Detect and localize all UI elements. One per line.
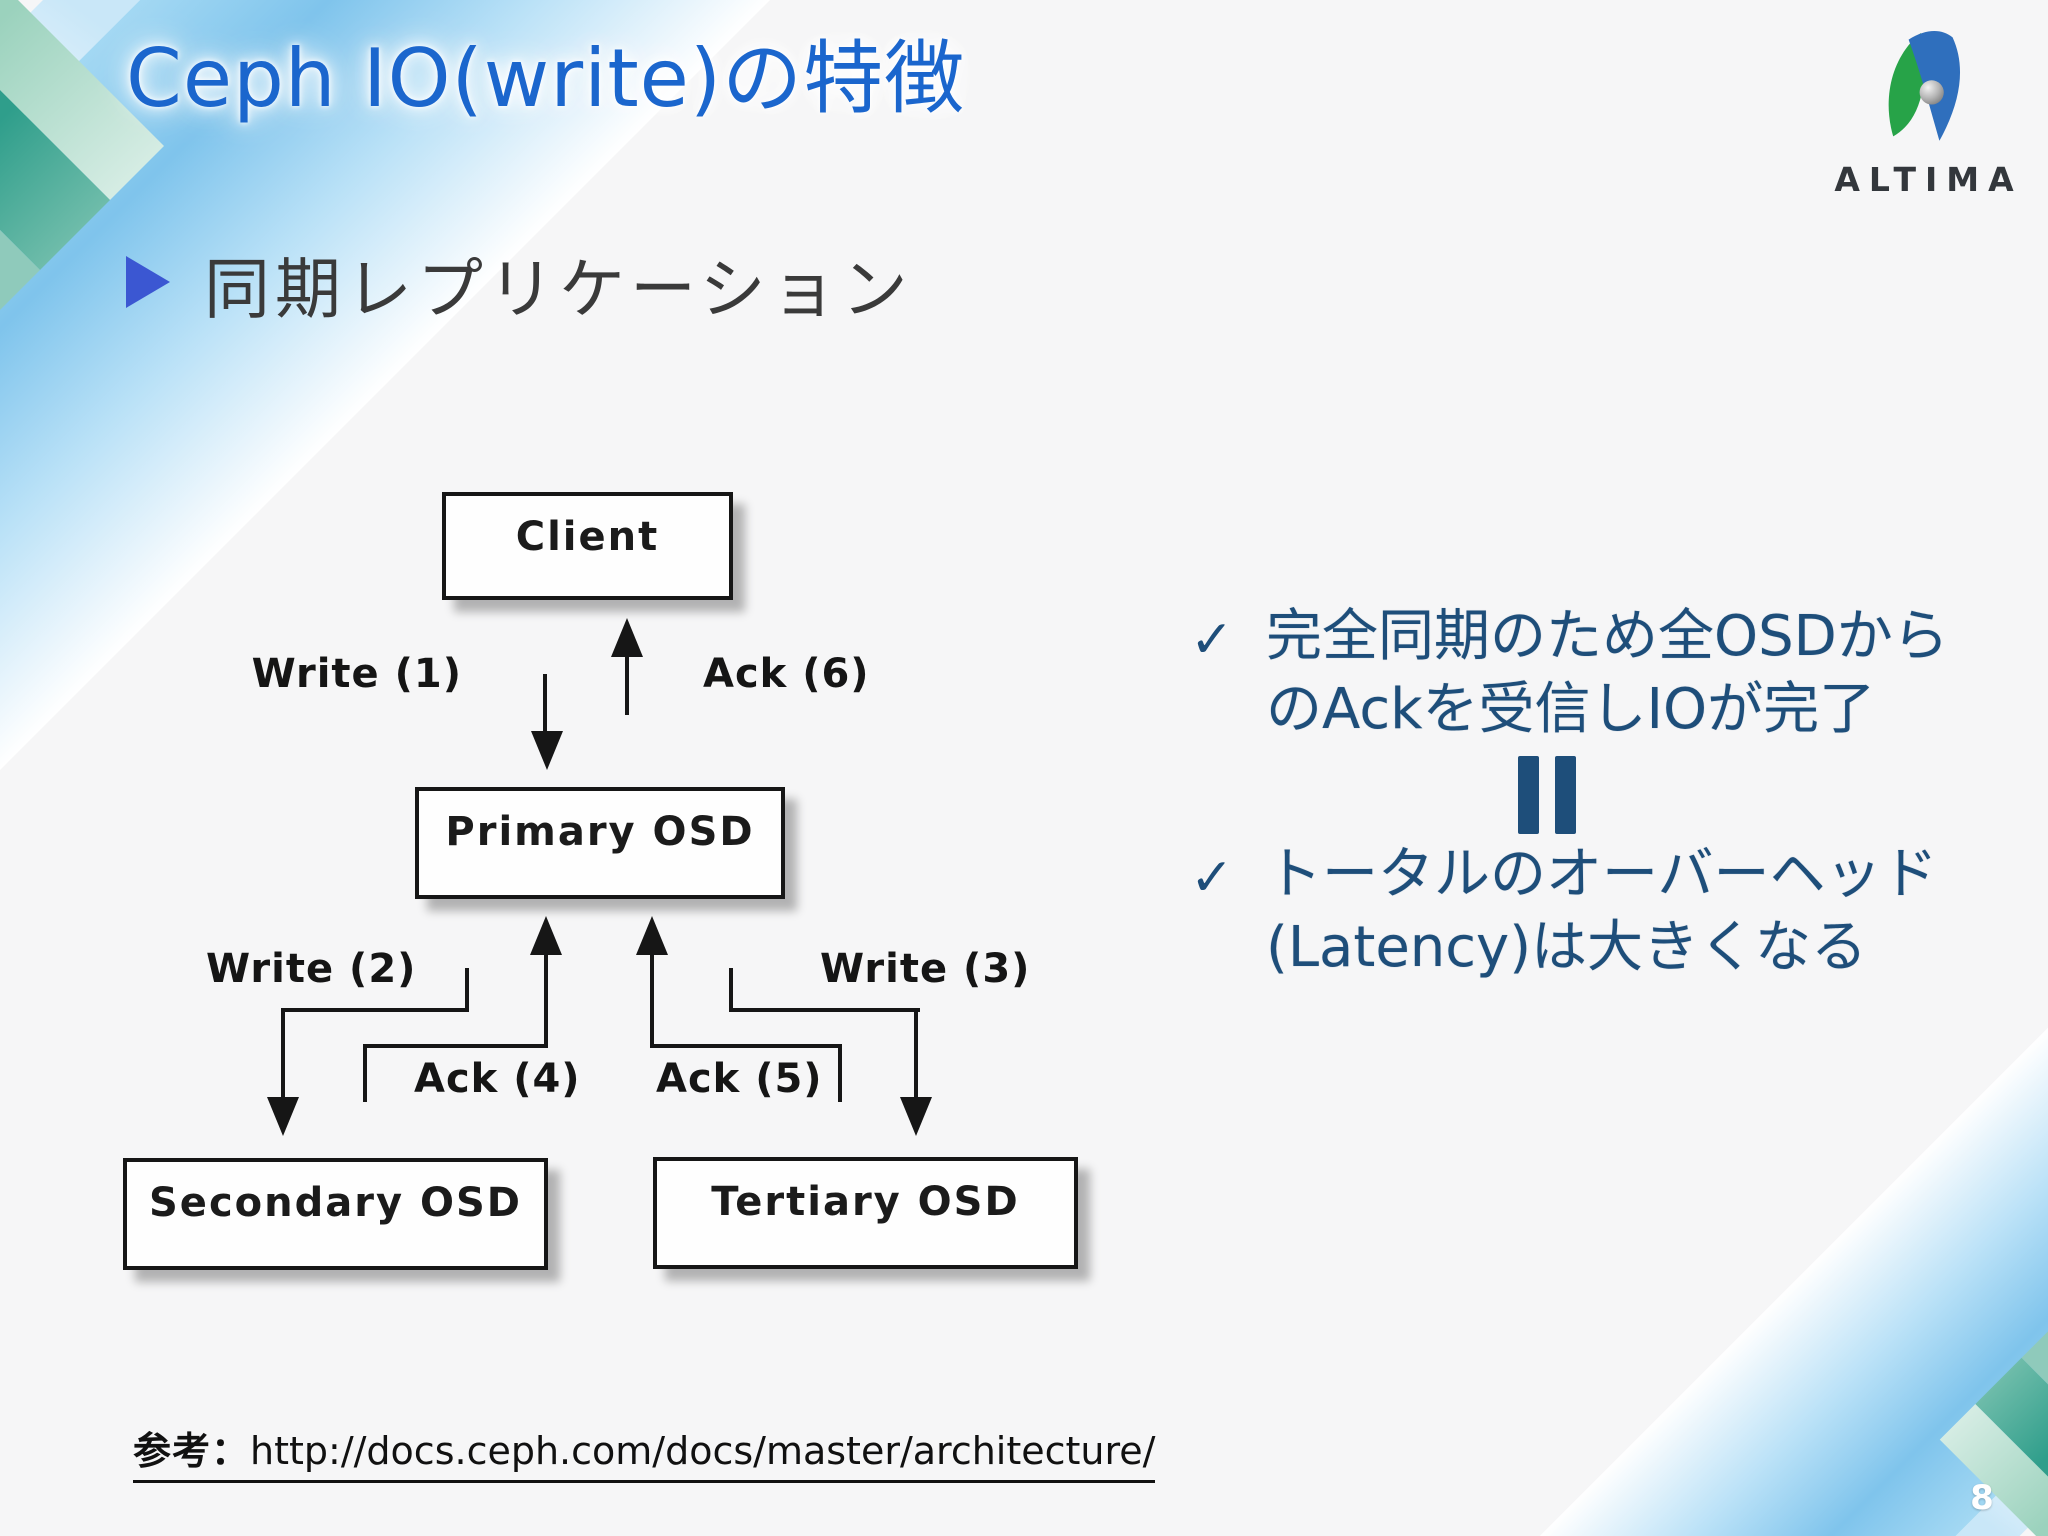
checkmark-icon: ✓ — [1190, 610, 1234, 670]
section-bullet: 同期レプリケーション — [204, 251, 913, 328]
write3-arrowhead-icon — [900, 1097, 932, 1136]
page-number: 8 — [1970, 1478, 1994, 1518]
note-line: (Latency)は大きくなる — [1266, 915, 1868, 980]
write1-arrowhead-icon — [531, 731, 563, 770]
ack5-stub-line — [838, 1044, 842, 1102]
reference-url[interactable]: http://docs.ceph.com/docs/master/archite… — [250, 1429, 1156, 1473]
ack5-elbow-line — [652, 1044, 842, 1048]
write2-arrowhead-icon — [267, 1097, 299, 1136]
ack4-stub-line — [363, 1044, 367, 1102]
diagram-node-client: Client — [442, 492, 733, 600]
note-line: のAckを受信しIOが完了 — [1266, 677, 1876, 742]
ack5-arrowhead-icon — [636, 916, 668, 955]
reference-label: 参考： — [133, 1429, 251, 1473]
equals-bar — [1555, 756, 1576, 834]
ack4-arrowhead-icon — [530, 916, 562, 955]
checkmark-icon: ✓ — [1190, 848, 1234, 908]
diagram-node-primary: Primary OSD — [415, 787, 785, 899]
ack5-arrow-line — [650, 954, 654, 1048]
edge-label-write3: Write (3) — [820, 946, 1031, 992]
edge-label-ack6: Ack (6) — [703, 651, 870, 697]
write2-elbow-line — [281, 1008, 469, 1012]
note-overhead: ✓ トータルのオーバーヘッド (Latency)は大きくなる — [1190, 838, 1937, 984]
write3-elbow-line — [729, 1008, 920, 1012]
write2-arrow-line — [281, 1008, 285, 1098]
diagram-node-secondary: Secondary OSD — [123, 1158, 548, 1270]
edge-label-ack5: Ack (5) — [656, 1056, 823, 1102]
note-line: トータルのオーバーヘッド — [1266, 842, 1938, 907]
diagram-node-tertiary: Tertiary OSD — [653, 1157, 1078, 1269]
ack6-arrow-line — [625, 657, 629, 715]
altima-logo-text: ALTIMA — [1834, 160, 2023, 199]
edge-label-write1: Write (1) — [251, 651, 462, 697]
equals-icon — [1518, 756, 1592, 834]
write3-arrow-line — [914, 1008, 918, 1098]
altima-logo: ALTIMA — [1824, 26, 2024, 199]
write2-stub-line — [465, 968, 469, 1012]
note-full-sync: ✓ 完全同期のため全OSDから のAckを受信しIOが完了 — [1190, 600, 1949, 746]
ack4-elbow-line — [365, 1044, 548, 1048]
write3-stub-line — [729, 968, 733, 1012]
ack4-arrow-line — [544, 954, 548, 1048]
page-title: Ceph IO(write)の特徴 — [126, 32, 966, 125]
equals-bar — [1518, 756, 1539, 834]
write1-arrow-line — [543, 674, 547, 732]
reference: 参考：http://docs.ceph.com/docs/master/arch… — [133, 1420, 1156, 1483]
note-line: 完全同期のため全OSDから — [1266, 604, 1949, 669]
corner-decoration-bottom-right — [1539, 1027, 2048, 1536]
edge-label-ack4: Ack (4) — [414, 1056, 581, 1102]
altima-logo-icon — [1888, 31, 1961, 141]
ack6-arrowhead-icon — [611, 618, 643, 657]
bullet-triangle-icon — [126, 256, 170, 308]
edge-label-write2: Write (2) — [206, 946, 417, 992]
